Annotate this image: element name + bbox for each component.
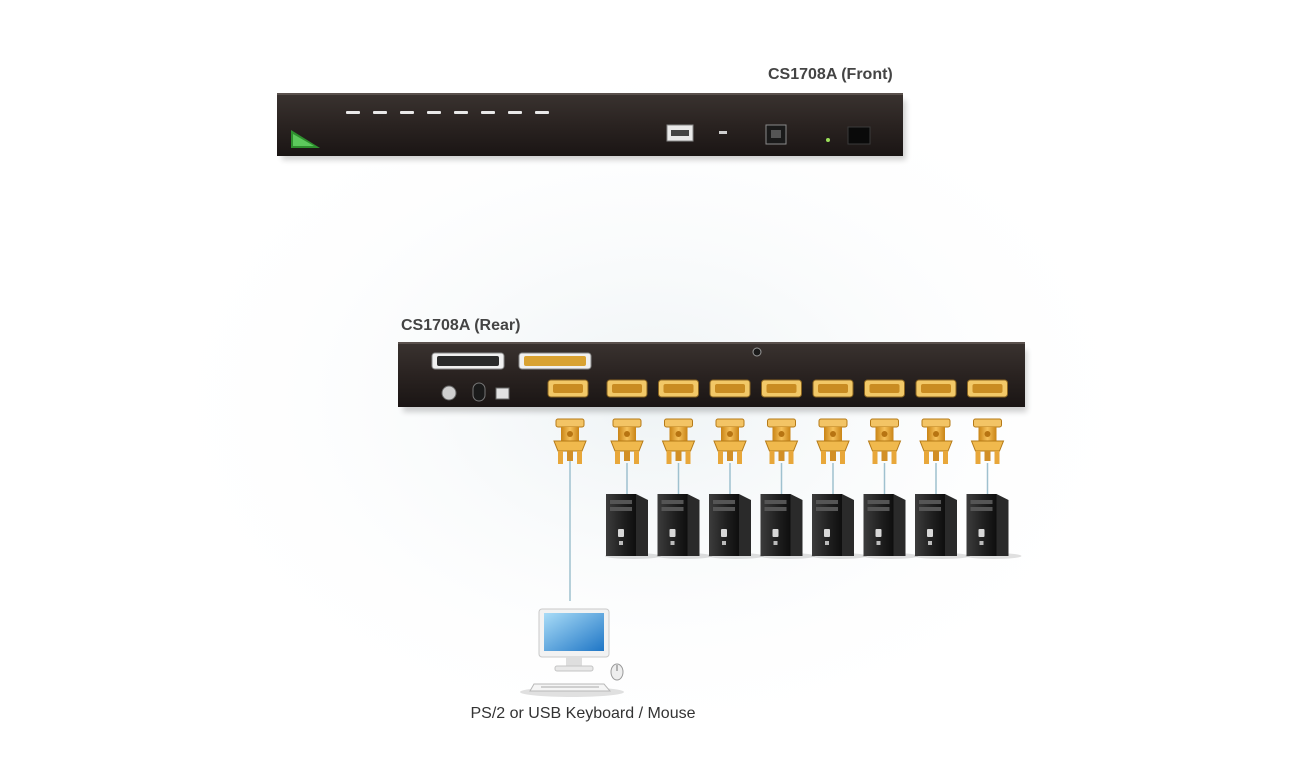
server-computer-icon-3 <box>708 494 764 559</box>
server-connector-4 <box>764 418 799 464</box>
port-led-4 <box>427 111 441 114</box>
port-led-8 <box>535 111 549 114</box>
ps2-port-icon <box>441 385 457 401</box>
server-connector-5 <box>816 418 850 464</box>
kvm-port-6 <box>864 379 905 398</box>
server-group <box>605 418 1022 559</box>
kvm-port-2 <box>658 379 699 398</box>
port-led-7 <box>508 111 522 114</box>
small-indicator-icon <box>719 131 727 134</box>
kvm-port-7 <box>915 379 957 398</box>
server-computer-icon-7 <box>914 494 970 559</box>
server-connector-3 <box>713 418 747 464</box>
chain-port-in <box>518 352 592 370</box>
kvm-port-1 <box>606 379 648 398</box>
console-workstation-icon <box>520 608 624 697</box>
server-computer-icon-5 <box>811 494 867 559</box>
console-label: PS/2 or USB Keyboard / Mouse <box>470 705 696 722</box>
power-led-icon <box>826 138 830 142</box>
server-computer-icon-6 <box>862 494 919 559</box>
ground-screw-icon <box>752 347 762 357</box>
port-led-5 <box>454 111 468 114</box>
kvm-port-group <box>606 379 1008 398</box>
usb-port-icon <box>666 124 694 142</box>
kvm-port-5 <box>812 379 854 398</box>
server-connector-6 <box>867 418 902 464</box>
front-unit-label: CS1708A (Front) <box>768 66 893 83</box>
rj-jack-icon <box>765 124 787 145</box>
port-led-1 <box>346 111 360 114</box>
console-connector-icon <box>553 418 587 464</box>
front-port-leds <box>346 111 549 114</box>
console-port <box>547 379 589 398</box>
kvm-port-8 <box>967 379 1008 398</box>
server-connector-7 <box>919 418 953 464</box>
server-computer-icon-2 <box>656 494 713 559</box>
brand-logo <box>291 130 320 148</box>
server-connector-2 <box>661 418 696 464</box>
front-chassis <box>277 93 903 156</box>
chain-port-out <box>431 352 505 370</box>
port-led-3 <box>400 111 414 114</box>
rear-unit-label: CS1708A (Rear) <box>401 317 521 334</box>
server-computer-icon-8 <box>965 494 1022 559</box>
front-panel-unit <box>277 93 906 160</box>
port-led-2 <box>373 111 387 114</box>
server-connector-1 <box>610 418 644 464</box>
ir-window-icon <box>847 126 871 145</box>
port-led-6 <box>481 111 495 114</box>
server-connector-8 <box>970 418 1005 464</box>
power-switch-icon <box>472 382 486 402</box>
rear-panel-unit <box>398 342 1027 412</box>
power-jack-icon <box>495 387 510 400</box>
kvm-port-4 <box>761 379 802 398</box>
server-computer-icon-1 <box>605 494 661 559</box>
server-computer-icon-4 <box>759 494 816 559</box>
kvm-port-3 <box>709 379 751 398</box>
